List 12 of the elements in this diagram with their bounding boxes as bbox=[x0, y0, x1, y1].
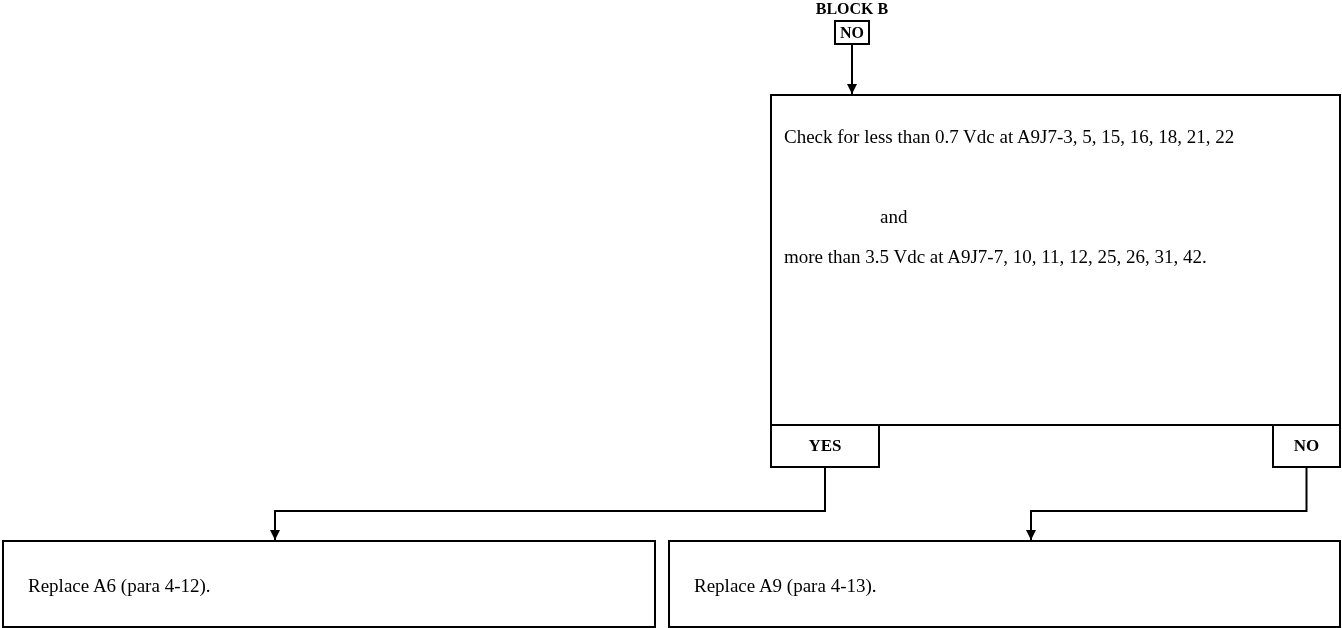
answer-label: NO bbox=[839, 24, 865, 43]
arrow bbox=[847, 44, 857, 95]
step-instruction: Check for less than 0.7 Vdc at A9J7-3, 5, 15, 16, 18, 21, 22 bbox=[784, 126, 1236, 148]
arrow bbox=[270, 467, 826, 541]
answer-label: YES bbox=[807, 436, 843, 456]
action-text: Replace A9 (para 4-13). bbox=[694, 575, 878, 597]
action-text: Replace A6 (para 4-12). bbox=[28, 575, 212, 597]
arrow bbox=[1026, 467, 1308, 541]
connector-word: and bbox=[880, 206, 909, 228]
answer-label: NO bbox=[1292, 436, 1321, 456]
block-heading: BLOCK B bbox=[814, 0, 890, 19]
step-instruction: more than 3.5 Vdc at A9J7-7, 10, 11, 12, 25, 26, 31, 42. bbox=[784, 246, 1208, 268]
